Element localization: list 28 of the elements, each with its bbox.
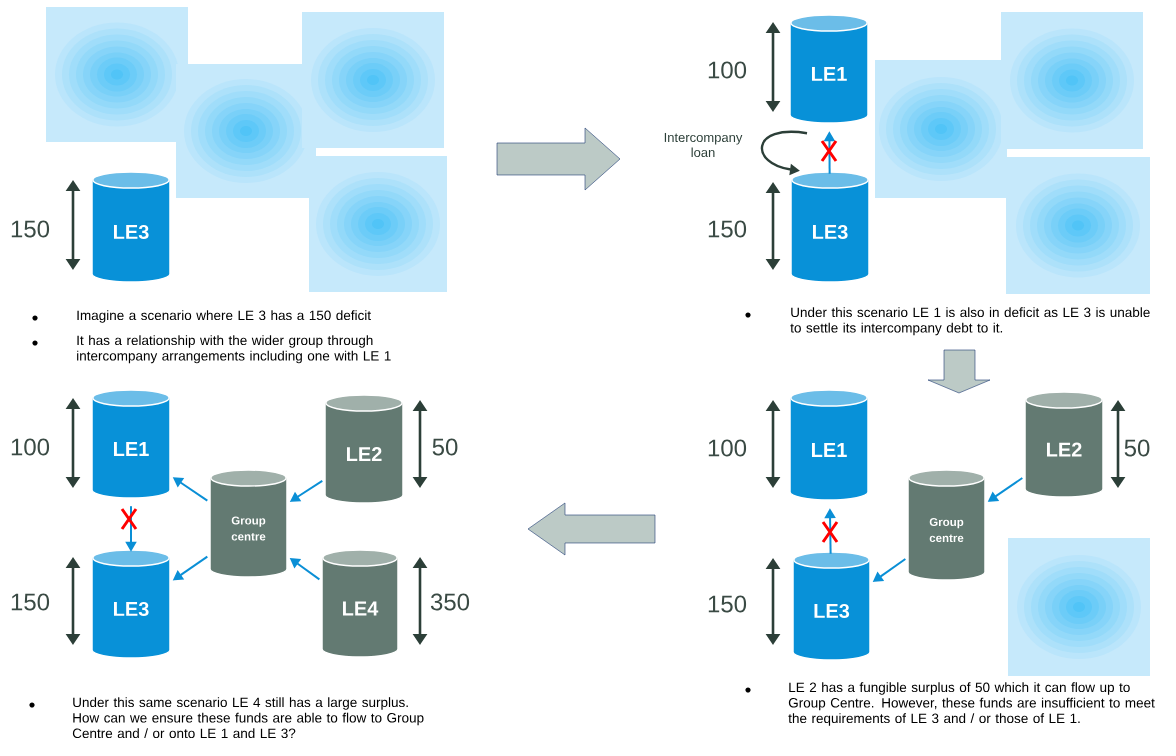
value-label: 350 — [430, 593, 470, 611]
value-label: 100 — [708, 61, 747, 79]
cylinder: LE3 — [792, 551, 871, 661]
value-label: 150 — [708, 220, 747, 238]
value-label: 100 — [11, 438, 50, 456]
cylinder: LE3 — [91, 549, 171, 659]
bullet-text: LE 2 has a fungible surplus of 50 which it can flow up to Group Centre. However, these funds are insufficient to meet the requirements of LE 3 and / or those of LE 1. — [745, 682, 1155, 726]
bullet-text: It has a relationship with the wider group through intercompany arrangements including one with LE 1 — [32, 335, 391, 364]
cylinder: LE1 — [789, 389, 869, 501]
cylinder: LE2 — [324, 394, 404, 504]
cylinder: LE3 — [790, 171, 870, 283]
value-label: 100 — [708, 439, 747, 457]
bullet-text: Imagine a scenario where LE 3 has a 150 deficit — [32, 310, 371, 323]
value-label: 150 — [708, 595, 747, 613]
bullet-text: Under this same scenario LE 4 still has a large surplus. How can we ensure these funds are able to flow to Group Centre and / or onto LE 1 and LE 3? — [29, 697, 424, 739]
value-label: 50 — [1124, 439, 1150, 457]
value-label: 150 — [11, 220, 50, 238]
cylinder: LE3 — [91, 171, 171, 283]
cylinder: LE4 — [321, 549, 399, 658]
bullet-text: Under this scenario LE 1 is also in deficit as LE 3 is unable to settle its intercompany debt to it. — [745, 307, 1150, 336]
cylinder: LE1 — [789, 14, 869, 124]
cylinder: Group centre — [907, 469, 986, 581]
value-label: 150 — [11, 593, 50, 611]
cylinder: LE2 — [1024, 391, 1104, 498]
cylinder: LE1 — [91, 389, 171, 499]
edge-label: Intercompany loan — [664, 132, 743, 158]
cylinder: Group centre — [209, 469, 288, 578]
value-label: 50 — [432, 438, 458, 456]
